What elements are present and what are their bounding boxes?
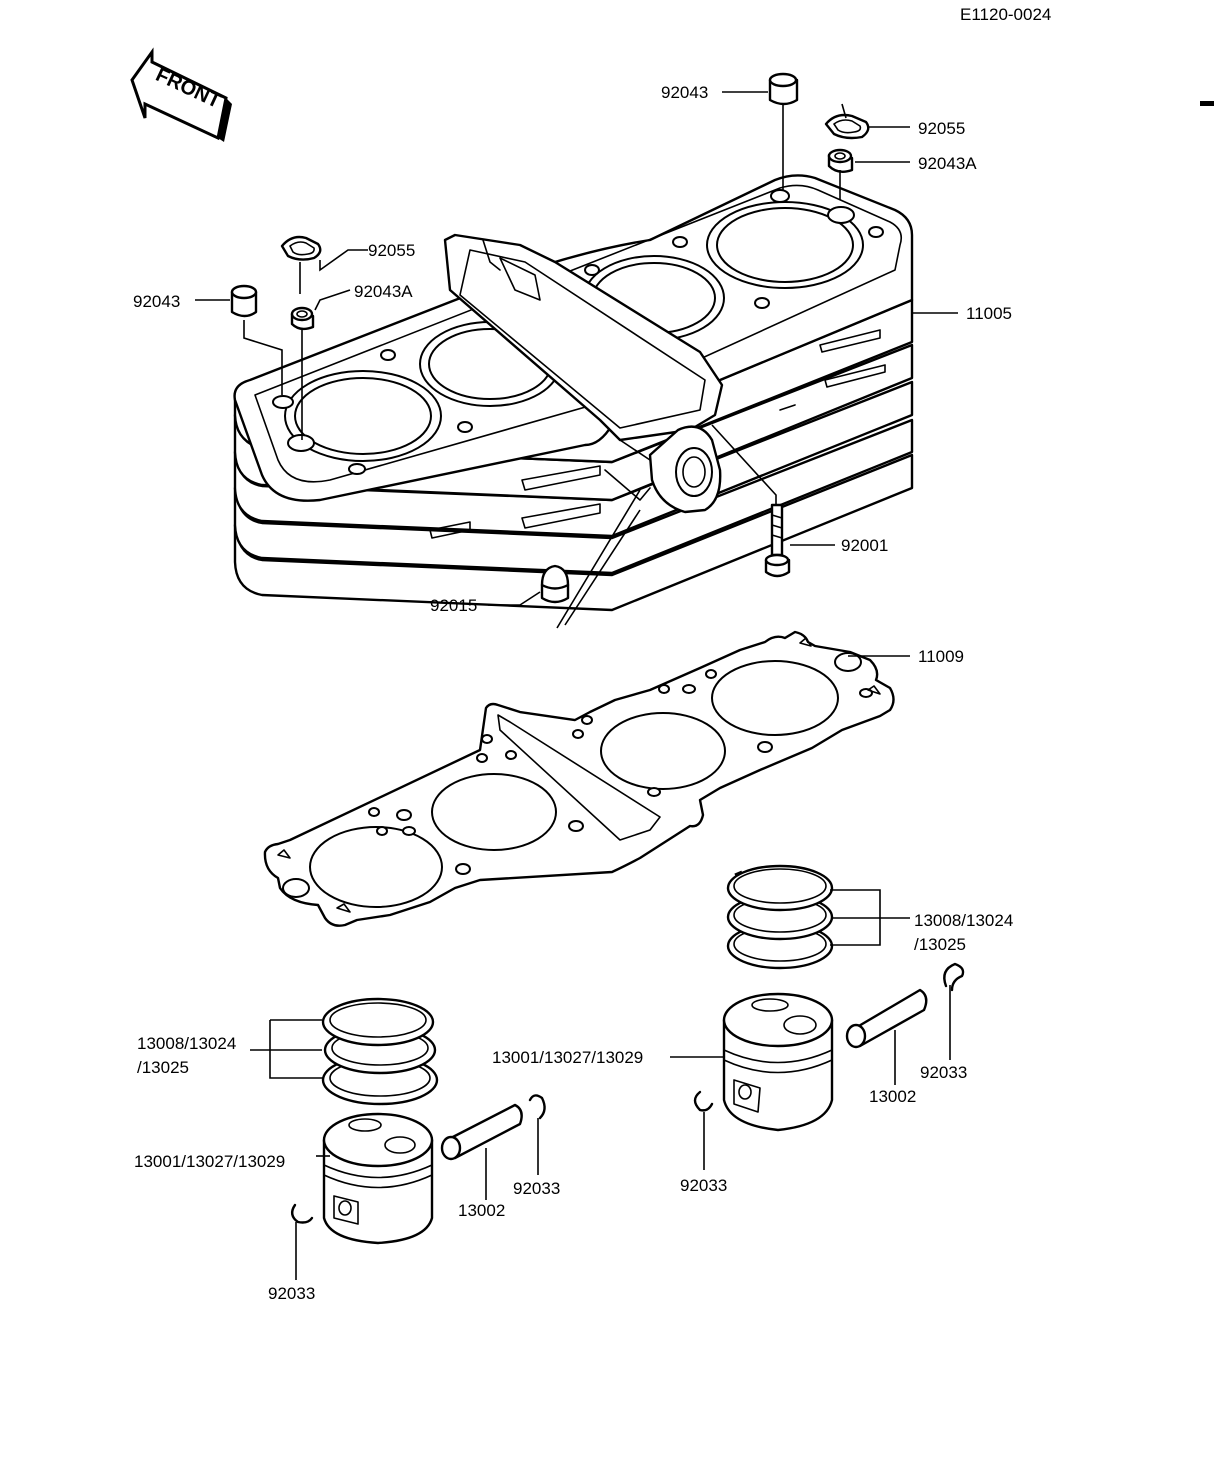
label-13002-right: 13002 bbox=[869, 1087, 916, 1106]
label-92033-right-a: 92033 bbox=[920, 1063, 967, 1082]
head-gasket bbox=[263, 630, 895, 927]
o-ring-right bbox=[824, 113, 870, 140]
label-rings-left-1: 13008/13024 bbox=[137, 1034, 236, 1053]
piston-rings-right bbox=[726, 864, 834, 970]
label-92033-right-b: 92033 bbox=[680, 1176, 727, 1195]
leader-lines bbox=[195, 91, 958, 1280]
piston-left bbox=[322, 1112, 434, 1245]
piston-rings-left bbox=[321, 997, 439, 1106]
dowel-92043A-right bbox=[827, 148, 854, 173]
label-rings-right-2: /13025 bbox=[914, 935, 966, 954]
piston-right bbox=[722, 992, 834, 1132]
circlip-left-a bbox=[528, 1094, 546, 1120]
piston-pin-left bbox=[440, 1103, 523, 1161]
drawing-code: E1120-0024 bbox=[960, 5, 1051, 24]
label-92055-right: 92055 bbox=[918, 119, 965, 138]
dowel-pin-right bbox=[768, 72, 799, 106]
label-92015: 92015 bbox=[430, 596, 477, 615]
label-piston-left: 13001/13027/13029 bbox=[134, 1152, 285, 1171]
piston-pin-right bbox=[845, 988, 928, 1049]
label-rings-left-2: /13025 bbox=[137, 1058, 189, 1077]
stud-bolt bbox=[764, 503, 791, 578]
circlip-right-a bbox=[943, 962, 965, 992]
circlip-right-b bbox=[693, 1090, 714, 1112]
dowel-pin-left bbox=[230, 284, 258, 318]
label-92033-left-a: 92033 bbox=[513, 1179, 560, 1198]
label-11005: 11005 bbox=[966, 304, 1012, 323]
label-rings-right-1: 13008/13024 bbox=[914, 911, 1013, 930]
label-92043-left: 92043 bbox=[133, 292, 180, 311]
label-92033-left-b: 92033 bbox=[268, 1284, 315, 1303]
front-arrow-icon: FRONT bbox=[130, 47, 232, 142]
o-ring-left bbox=[280, 235, 322, 261]
circlip-left-b bbox=[290, 1203, 314, 1224]
margin-mark bbox=[1200, 101, 1214, 106]
dowel-92043A-left bbox=[290, 306, 315, 331]
label-92043A-left: 92043A bbox=[354, 282, 413, 301]
label-92043-right: 92043 bbox=[661, 83, 708, 102]
label-11009: 11009 bbox=[918, 647, 964, 666]
label-piston-right: 13001/13027/13029 bbox=[492, 1048, 643, 1067]
label-92055-left: 92055 bbox=[368, 241, 415, 260]
label-92043A-right: 92043A bbox=[918, 154, 977, 173]
acorn-nut bbox=[540, 564, 570, 604]
label-13002-left: 13002 bbox=[458, 1201, 505, 1220]
label-92001: 92001 bbox=[841, 536, 888, 555]
cylinder-block bbox=[233, 174, 914, 612]
